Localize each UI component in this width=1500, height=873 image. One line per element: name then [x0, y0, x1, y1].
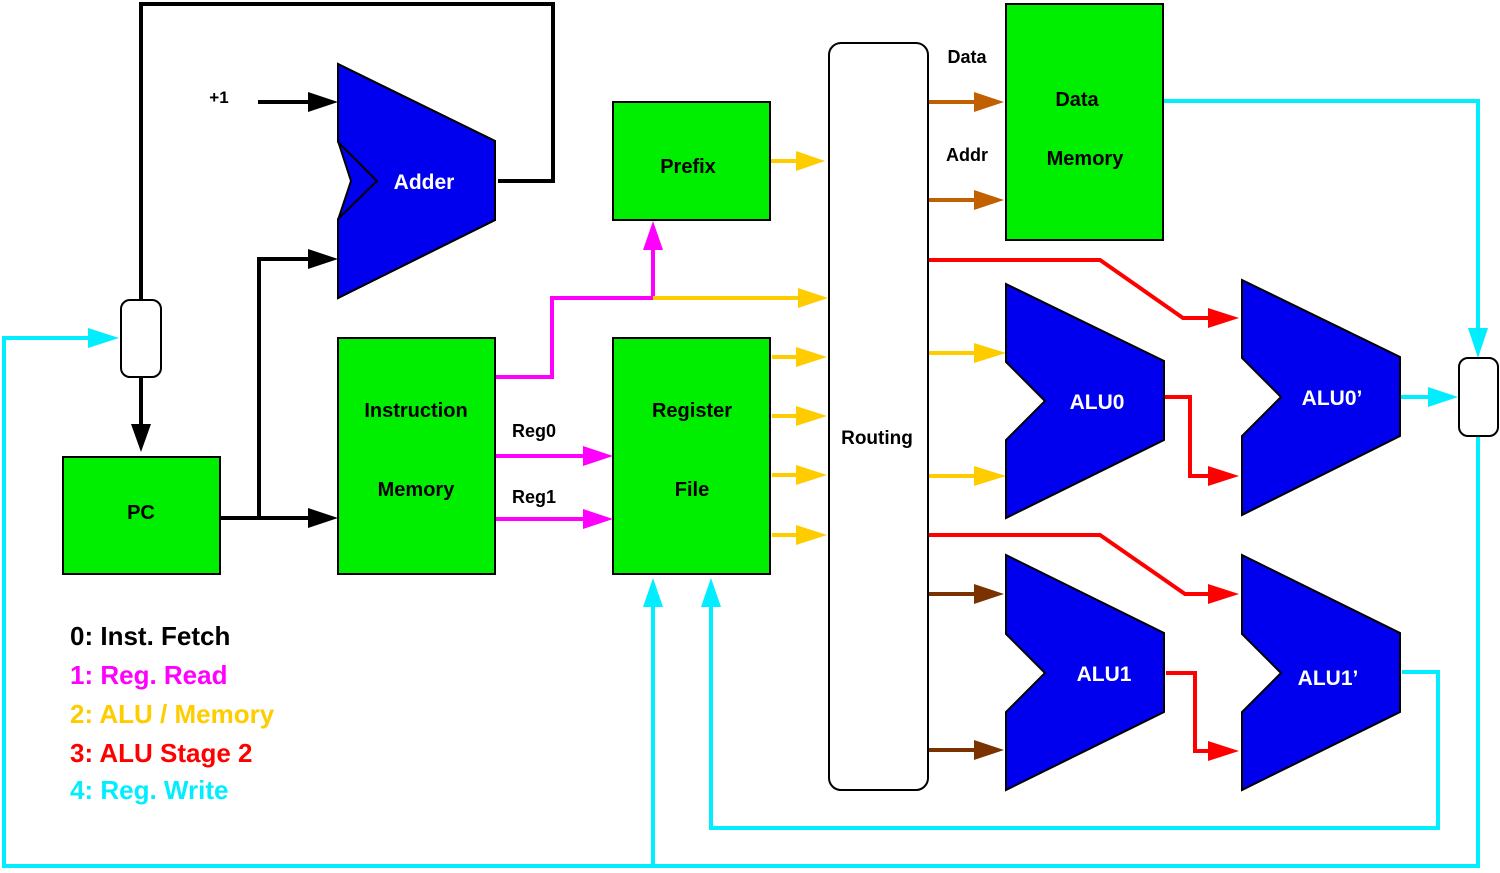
wbmux-to-regfile-and-pc-wire — [2, 336, 1480, 868]
legend-item-2: 2: ALU / Memory — [70, 699, 275, 729]
plus-one-label: +1 — [209, 88, 228, 107]
alu0-label: ALU0 — [1070, 391, 1125, 414]
alu-mem-arrowheads — [796, 151, 1006, 545]
arrowhead — [131, 424, 151, 452]
arrowhead — [796, 151, 825, 171]
adder-feedback-wire — [139, 2, 555, 300]
data-signal-label: Data — [947, 47, 987, 67]
arrowhead — [88, 328, 119, 348]
legend-item-4: 4: Reg. Write — [70, 775, 228, 805]
routing-label: Routing — [841, 428, 913, 449]
fetch-arrowheads — [131, 92, 338, 528]
pc-label: PC — [127, 502, 155, 524]
arrowhead — [1208, 741, 1239, 761]
legend-item-1: 1: Reg. Read — [70, 660, 228, 690]
alu1-to-alu1p-wire — [1166, 671, 1210, 753]
arrowhead — [974, 92, 1004, 112]
alu0-to-alu0p-wire — [1164, 395, 1210, 478]
pc-block[interactable]: PC — [62, 456, 221, 575]
arrowhead — [308, 92, 338, 112]
arrowhead — [1468, 328, 1488, 358]
alu0-prime-block[interactable]: ALU0’ — [1241, 278, 1401, 517]
legend-item-0: 0: Inst. Fetch — [70, 621, 230, 651]
alu-stage2-wires — [929, 258, 1210, 753]
routing-to-alu1p-wire — [929, 533, 1210, 596]
pc-to-adder-wire — [257, 257, 310, 518]
datamem-label-line1: Data — [1055, 89, 1099, 111]
datamem-to-wbmux-wire — [1164, 99, 1480, 330]
alu-stage2-arrowheads — [1208, 308, 1239, 761]
arrowhead — [583, 509, 613, 529]
reg1-label: Reg1 — [512, 487, 556, 507]
alu-mem-wires — [653, 159, 976, 537]
instruction-memory-block[interactable]: Instruction Memory — [337, 337, 496, 575]
arrowhead — [974, 466, 1006, 486]
imem-label-line2: Memory — [378, 479, 456, 501]
arrowhead — [796, 406, 827, 426]
adder-label: Adder — [394, 171, 455, 194]
writeback-mux[interactable] — [1458, 357, 1499, 437]
arrowhead — [796, 465, 827, 485]
arrowhead — [1208, 584, 1239, 604]
regfile-label-line1: Register — [652, 400, 732, 422]
arrowhead — [1208, 308, 1239, 328]
alu1-label: ALU1 — [1077, 663, 1132, 686]
alu1-block[interactable]: ALU1 — [1005, 553, 1165, 792]
brown-arrowheads — [974, 92, 1004, 760]
addr-signal-label: Addr — [946, 145, 988, 165]
data-memory-block[interactable]: Data Memory — [1005, 3, 1164, 241]
arrowhead — [974, 740, 1004, 760]
routing-to-alu0p-wire — [929, 258, 1210, 320]
arrowhead — [796, 525, 827, 545]
routing-block[interactable]: Routing — [828, 42, 929, 791]
register-file-block[interactable]: Register File — [612, 337, 771, 575]
alu1-prime-label: ALU1’ — [1298, 667, 1359, 690]
reg0-label: Reg0 — [512, 421, 556, 441]
reg-write-arrowheads — [88, 328, 1488, 607]
reg-write-wires — [2, 99, 1480, 868]
fetch-wires — [139, 2, 555, 520]
alu0-block[interactable]: ALU0 — [1005, 282, 1165, 520]
arrowhead — [974, 190, 1004, 210]
prefix-block[interactable]: Prefix — [612, 101, 771, 221]
arrowhead — [1428, 387, 1458, 407]
prefix-label: Prefix — [660, 156, 716, 178]
memory-brown-wires — [929, 100, 976, 752]
reg-read-arrowheads — [583, 221, 663, 529]
adder-block[interactable]: Adder — [337, 62, 496, 300]
arrowhead — [1208, 466, 1239, 486]
datamem-label-line2: Memory — [1047, 148, 1125, 170]
arrowhead — [583, 446, 613, 466]
alu0-prime-label: ALU0’ — [1302, 387, 1363, 410]
alu1-prime-block[interactable]: ALU1’ — [1241, 553, 1401, 792]
arrowhead — [796, 347, 827, 367]
arrowhead — [798, 288, 828, 308]
pc-mux[interactable] — [120, 299, 162, 378]
imem-to-prefix-wire — [496, 296, 653, 379]
arrowhead — [974, 584, 1004, 604]
stage-legend: 0: Inst. Fetch 1: Reg. Read 2: ALU / Mem… — [70, 621, 275, 805]
arrowhead — [643, 578, 663, 607]
reg-read-wires — [496, 248, 655, 521]
arrowhead — [643, 221, 663, 250]
arrowhead — [701, 578, 721, 607]
legend-item-3: 3: ALU Stage 2 — [70, 738, 253, 768]
regfile-label-line2: File — [675, 479, 709, 501]
imem-label-line1: Instruction — [364, 400, 467, 422]
arrowhead — [308, 508, 338, 528]
arrowhead — [974, 343, 1006, 363]
alu1p-to-regfile-wire — [709, 605, 1440, 830]
arrowhead — [308, 249, 338, 269]
